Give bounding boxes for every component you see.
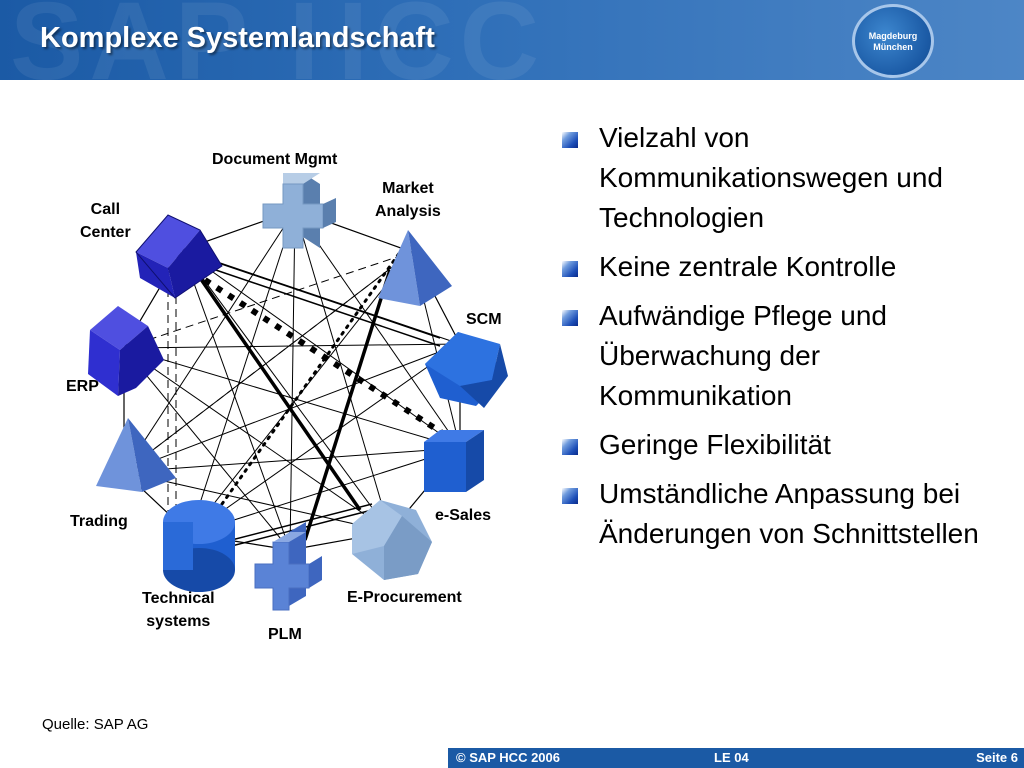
bullet-square-icon (562, 310, 578, 326)
bullet-item: Aufwändige Pflege und Überwachung der Ko… (562, 296, 992, 416)
dotted-connection (220, 250, 402, 506)
label-call-center: Call Center (80, 201, 131, 241)
e-sales-icon (424, 430, 484, 492)
system-landscape-diagram (88, 173, 508, 611)
bullet-text: Vielzahl von Kommunikationswegen und Tec… (599, 122, 943, 233)
plm-icon (254, 522, 322, 611)
bullet-text: Umständliche Anpassung bei Änderungen vo… (599, 478, 979, 549)
e-procurement-icon (352, 500, 432, 580)
double-connection-call-scm (203, 257, 441, 347)
bullet-text: Aufwändige Pflege und Überwachung der Ko… (599, 300, 887, 411)
label-document-mgmt: Document Mgmt (212, 151, 338, 168)
label-technical-systems: Technical systems (142, 590, 215, 630)
logo-text-line1: Magdeburg (868, 31, 918, 41)
bullet-square-icon (562, 439, 578, 455)
document-mgmt-icon (262, 173, 336, 249)
footer-lesson: LE 04 (714, 750, 749, 765)
label-plm: PLM (268, 626, 302, 643)
erp-icon (88, 306, 164, 396)
footer-bar: © SAP HCC 2006 LE 04 Seite 6 (448, 748, 1024, 768)
bullet-item: Umständliche Anpassung bei Änderungen vo… (562, 474, 992, 554)
bullet-square-icon (562, 488, 578, 504)
label-market-analysis: Market Analysis (375, 180, 441, 220)
market-analysis-icon (378, 230, 452, 306)
bullet-square-icon (562, 132, 578, 148)
header-watermark: SAP HCC (10, 0, 546, 80)
bullet-list: Vielzahl von Kommunikationswegen und Tec… (562, 118, 992, 563)
label-e-sales: e-Sales (435, 507, 492, 524)
trading-icon (96, 418, 176, 492)
title-bar: SAP HCC Komplexe Systemlandschaft Magdeb… (0, 0, 1024, 80)
label-trading: Trading (70, 513, 128, 530)
bullet-text: Geringe Flexibilität (599, 429, 831, 460)
heavy-dotted-connection (203, 277, 452, 441)
label-e-procurement: E-Procurement (347, 589, 462, 606)
dashed-connections (123, 250, 413, 532)
scm-icon (425, 332, 508, 408)
footer-copyright: © SAP HCC 2006 (456, 750, 560, 765)
bullet-text: Keine zentrale Kontrolle (599, 251, 897, 282)
bullet-square-icon (562, 261, 578, 277)
call-center-icon (135, 214, 223, 299)
hcc-logo: Magdeburg München (852, 4, 934, 78)
slide-title: Komplexe Systemlandschaft (40, 22, 435, 54)
bullet-item: Keine zentrale Kontrolle (562, 247, 992, 287)
bullet-item: Geringe Flexibilität (562, 425, 992, 465)
logo-text-line2: München (873, 42, 913, 52)
bullet-item: Vielzahl von Kommunikationswegen und Tec… (562, 118, 992, 238)
technical-systems-icon (163, 500, 235, 592)
label-scm: SCM (466, 311, 502, 328)
thick-connections (194, 269, 392, 541)
source-note: Quelle: SAP AG (42, 716, 149, 733)
footer-page-number: Seite 6 (976, 750, 1018, 765)
label-erp: ERP (66, 378, 99, 395)
